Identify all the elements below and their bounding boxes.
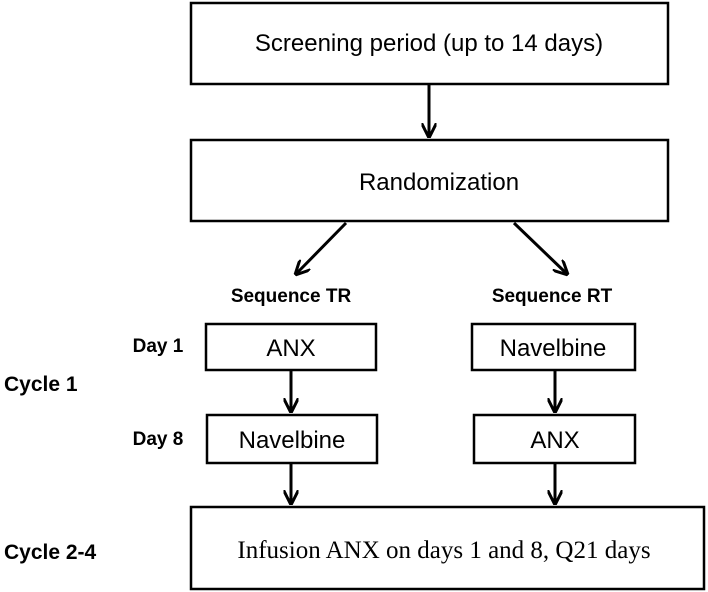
randomization-label: Randomization <box>359 169 519 196</box>
arrow-randomization-to-rt <box>512 221 566 273</box>
cycle1-label: Cycle 1 <box>4 373 78 396</box>
infusion-box: Infusion ANX on days 1 and 8, Q21 days <box>189 505 706 591</box>
tr-day1-box: ANX <box>204 322 378 372</box>
rt-day8-label: ANX <box>530 427 579 454</box>
screening-box: Screening period (up to 14 days) <box>189 1 670 86</box>
sequence-tr-label: Sequence TR <box>231 286 352 307</box>
day1-label: Day 1 <box>133 336 184 357</box>
tr-day8-box: Navelbine <box>205 413 379 465</box>
tr-day8-label: Navelbine <box>239 427 346 454</box>
day8-label: Day 8 <box>133 429 184 450</box>
infusion-label: Infusion ANX on days 1 and 8, Q21 days <box>237 537 650 564</box>
tr-day1-label: ANX <box>266 335 315 362</box>
rt-day1-label: Navelbine <box>500 335 607 362</box>
rt-day8-box: ANX <box>472 413 637 465</box>
screening-label: Screening period (up to 14 days) <box>255 30 603 57</box>
cycle24-label: Cycle 2-4 <box>4 541 97 564</box>
arrow-randomization-to-tr <box>297 221 348 273</box>
sequence-rt-label: Sequence RT <box>492 286 613 307</box>
randomization-box: Randomization <box>189 138 670 223</box>
rt-day1-box: Navelbine <box>470 322 637 372</box>
